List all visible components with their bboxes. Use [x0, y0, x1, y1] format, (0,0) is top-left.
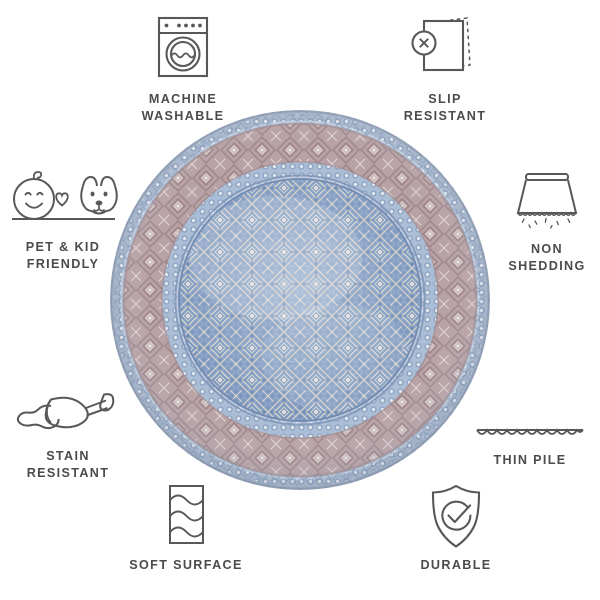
feature-label: SLIP RESISTANT: [403, 92, 487, 123]
spilled-wine-glass-icon: [14, 383, 122, 439]
feature-label: SOFT SURFACE: [129, 558, 243, 572]
feature-slip-resistant: SLIP RESISTANT: [372, 12, 518, 124]
shield-check-icon: [425, 482, 487, 548]
low-pile-zigzag-icon: [474, 424, 586, 440]
baby-heart-dog-icon: [7, 168, 119, 230]
round-rug-illustration: [110, 110, 490, 490]
feature-durable: DURABLE: [388, 482, 524, 574]
feature-machine-washable: MACHINE WASHABLE: [113, 12, 253, 124]
feature-pet-kid-friendly: PET & KID FRIENDLY: [2, 168, 124, 272]
feature-label: NON SHEDDING: [508, 242, 586, 273]
feature-stain-resistant: STAIN RESISTANT: [8, 383, 128, 481]
feature-thin-pile: THIN PILE: [462, 424, 598, 469]
rug-fringe-shedding-icon: [511, 168, 583, 232]
no-slip-rug-icon: [410, 12, 480, 82]
product-rug-image: [108, 108, 492, 492]
wavy-texture-swatch-icon: [156, 482, 216, 548]
feature-non-shedding: NON SHEDDING: [495, 168, 599, 274]
washing-machine-icon: [150, 12, 216, 82]
feature-label: PET & KID FRIENDLY: [25, 240, 101, 271]
feature-label: STAIN RESISTANT: [26, 449, 110, 480]
feature-label: THIN PILE: [493, 453, 567, 467]
feature-label: MACHINE WASHABLE: [141, 92, 225, 123]
feature-label: DURABLE: [420, 558, 492, 572]
feature-soft-surface: SOFT SURFACE: [118, 482, 254, 574]
